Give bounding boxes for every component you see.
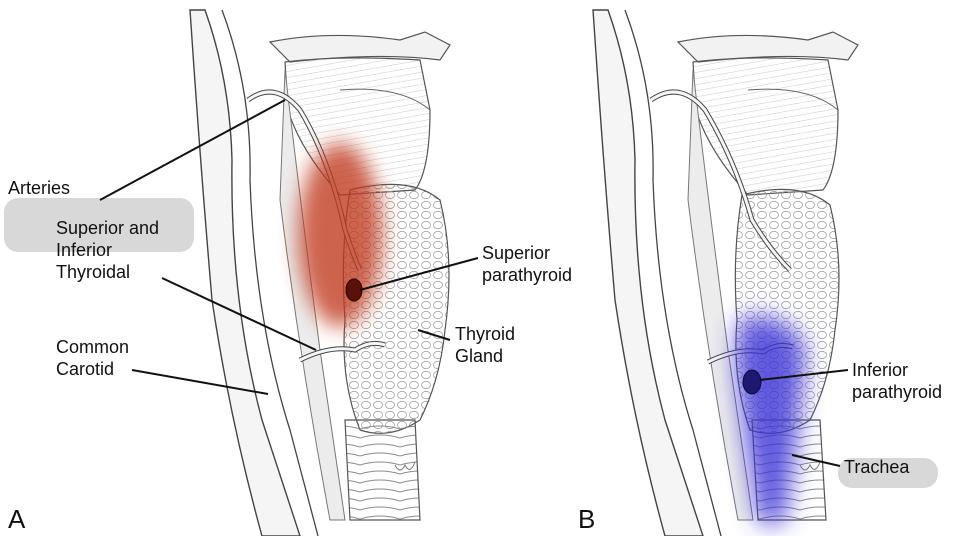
panel-letter-a: A [8, 504, 25, 535]
label-parathyroid-inferior: parathyroid [852, 382, 942, 403]
superior-parathyroid-region [298, 143, 382, 327]
panel-b-illustration [593, 10, 858, 536]
common-carotid [190, 10, 300, 536]
inferior-parathyroid-gland [743, 370, 761, 394]
label-arteries: Arteries [8, 178, 70, 199]
leader-thyroidal-arteries [100, 100, 285, 200]
label-trachea: Trachea [844, 457, 909, 478]
trachea [345, 420, 420, 520]
panel-letter-b: B [578, 504, 595, 535]
label-inferior: Inferior [56, 240, 112, 261]
label-gland: Gland [455, 346, 503, 367]
panel-a-illustration [100, 10, 478, 536]
label-inferior-b: Inferior [852, 360, 908, 381]
label-superior-and: Superior and [56, 218, 159, 239]
label-carotid: Carotid [56, 359, 114, 380]
label-superior: Superior [482, 243, 550, 264]
superior-parathyroid-gland [346, 279, 362, 301]
label-thyroidal: Thyroidal [56, 262, 130, 283]
label-thyroid: Thyroid [455, 324, 515, 345]
label-common: Common [56, 337, 129, 358]
label-parathyroid-superior: parathyroid [482, 265, 572, 286]
common-carotid-b [593, 10, 703, 536]
